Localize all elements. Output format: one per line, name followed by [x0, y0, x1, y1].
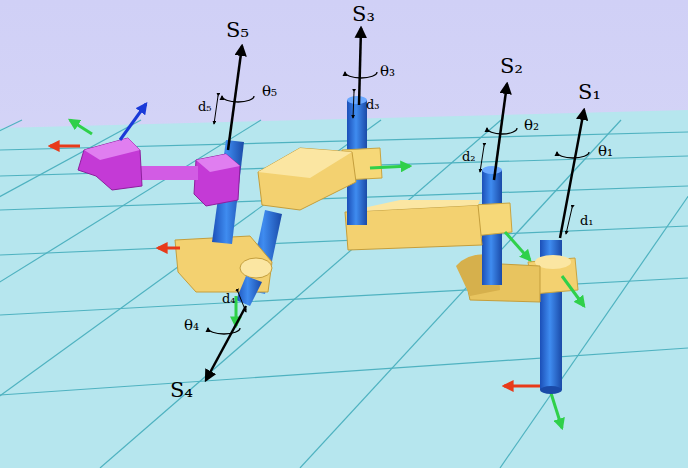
axis-label: S₃	[352, 4, 375, 25]
axis-label: S₂	[500, 56, 523, 77]
angle-label: θ₂	[524, 118, 539, 133]
angle-label: θ₅	[262, 84, 277, 99]
floor	[0, 110, 688, 468]
screw-axes	[206, 28, 584, 380]
offset-label: d₁	[580, 214, 594, 227]
joint-4-cylinder	[236, 276, 262, 306]
offset-label: d₄	[222, 292, 236, 305]
axis-label: S₄	[170, 380, 193, 401]
offset-label: d₃	[366, 98, 380, 111]
offset-label: d₂	[462, 150, 476, 163]
angle-label: θ₃	[380, 64, 395, 79]
offset-label: d₅	[198, 100, 212, 113]
axis-label: S₁	[578, 82, 601, 103]
axis-label: S₅	[226, 20, 249, 41]
angle-label: θ₄	[184, 318, 199, 333]
angle-label: θ₁	[598, 144, 613, 159]
floor-grid	[0, 120, 688, 468]
